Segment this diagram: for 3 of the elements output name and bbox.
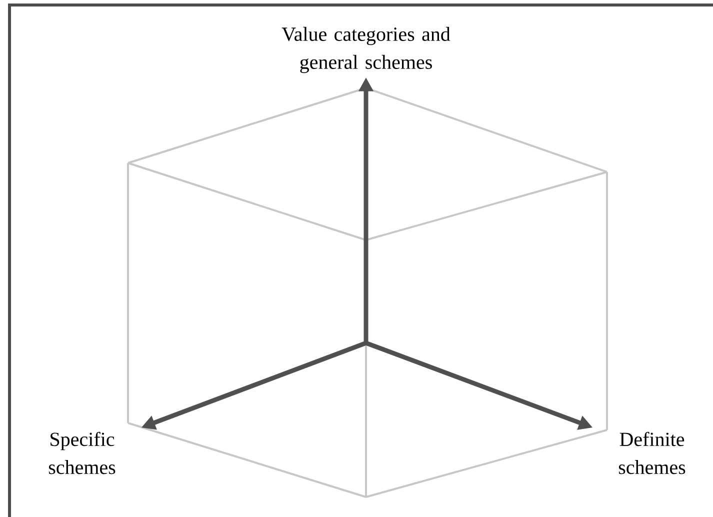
axis-label: Definite schemes	[618, 432, 686, 474]
axis-label: Specific schemes	[48, 432, 116, 474]
axis-label: Value categories and general schemes	[282, 26, 450, 74]
